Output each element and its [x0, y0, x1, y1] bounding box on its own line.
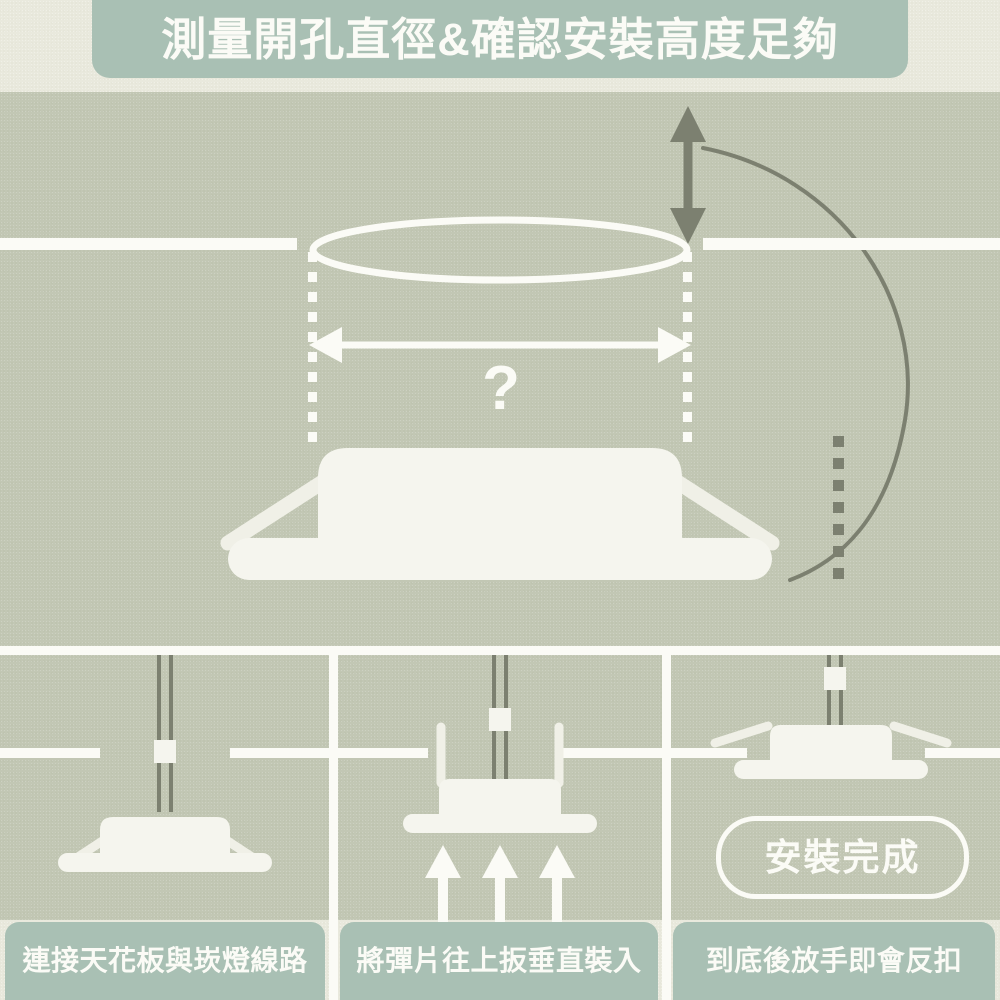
step-panel-2 [337, 654, 663, 920]
panel-divider-vertical-1 [329, 646, 338, 1000]
panel-divider-vertical-2 [662, 646, 671, 1000]
installation-complete-badge: 安裝完成 [716, 816, 969, 899]
ceiling-line-left [0, 238, 297, 250]
depth-guide-dashed-dark [833, 436, 844, 586]
step-caption-1-label: 連接天花板與崁燈線路 [22, 945, 308, 976]
step-caption-2-label: 將彈片往上扳垂直裝入 [356, 945, 642, 976]
step-caption-3-label: 到底後放手即會反扣 [705, 945, 963, 976]
step-caption-3: 到底後放手即會反扣 [673, 922, 995, 1000]
dimension-guide-right [683, 252, 692, 444]
title-banner: 測量開孔直徑&確認安裝高度足夠 [92, 0, 908, 78]
step-caption-1: 連接天花板與崁燈線路 [5, 922, 325, 1000]
installation-complete-label: 安裝完成 [764, 837, 921, 878]
page-title: 測量開孔直徑&確認安裝高度足夠 [161, 13, 839, 65]
dimension-guide-left [308, 252, 317, 444]
unknown-diameter-marker: ? [482, 354, 520, 423]
ceiling-line-right [703, 238, 1000, 250]
step-caption-2: 將彈片往上扳垂直裝入 [340, 922, 658, 1000]
panel-divider-horizontal [0, 646, 1000, 655]
step-panel-1 [0, 654, 329, 920]
